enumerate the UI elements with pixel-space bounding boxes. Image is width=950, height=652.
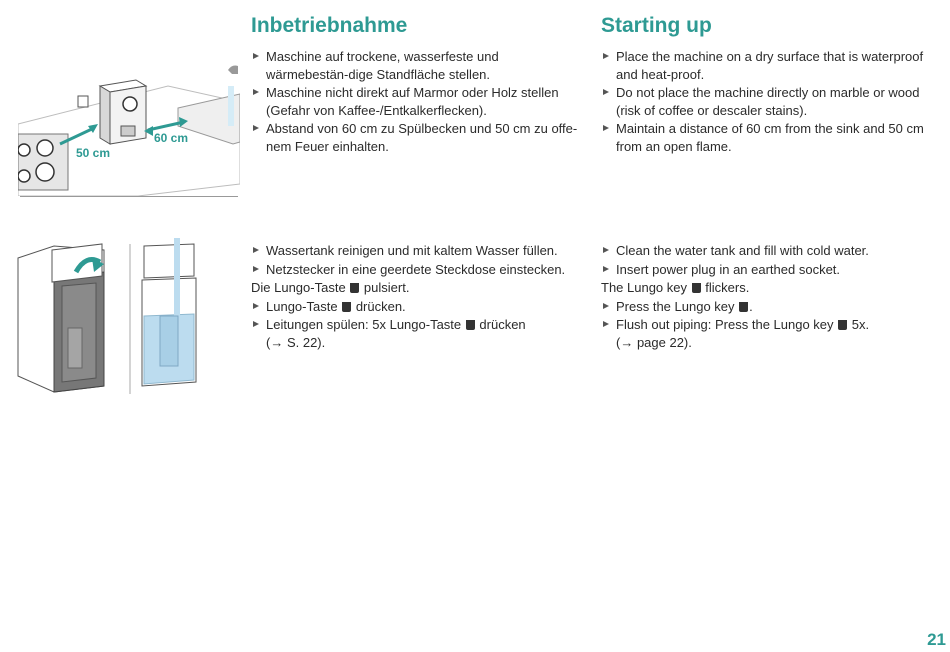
list-item: Maintain a distance of 60 cm from the si… <box>601 120 931 155</box>
list-item: Flush out piping: Press the Lungo key 5x… <box>601 316 931 351</box>
status-text: The Lungo key flickers. <box>601 280 750 295</box>
stove-hob <box>18 133 69 191</box>
dist-sink-label: 60 cm <box>154 131 188 145</box>
list-item: Maschine auf trockene, wasserfeste und w… <box>251 48 581 83</box>
lungo-cup-icon <box>342 301 352 312</box>
section1-de: Maschine auf trockene, wasserfeste und w… <box>251 48 581 156</box>
lungo-cup-icon <box>838 320 848 330</box>
list-item: Leitungen spülen: 5x Lungo-Taste drücken… <box>251 316 581 351</box>
list-item: Abstand von 60 cm zu Spülbecken und 50 c… <box>251 120 581 155</box>
lungo-cup-icon <box>350 283 360 293</box>
list-item: Wassertank reinigen und mit kaltem Wasse… <box>251 242 581 260</box>
title-en: Starting up <box>601 14 712 37</box>
coffee-machine <box>98 79 148 145</box>
list-item: Press the Lungo key . <box>601 298 931 316</box>
lungo-cup-icon <box>691 283 701 293</box>
list-item: Lungo-Taste drücken. <box>251 298 581 316</box>
list-item: Maschine nicht direkt auf Marmor oder Ho… <box>251 84 581 119</box>
illustration-divider <box>20 196 238 197</box>
wall-socket <box>77 95 89 108</box>
status-text: Die Lungo-Taste pulsiert. <box>251 280 410 295</box>
page-reference: (→ S. 22). <box>266 334 326 350</box>
dist-stove-label: 50 cm <box>76 146 110 160</box>
section1-en: Place the machine on a dry surface that … <box>601 48 931 156</box>
lungo-cup-icon <box>739 301 749 312</box>
list-item: Do not place the machine directly on mar… <box>601 84 931 119</box>
water-tank-illustration <box>17 238 197 394</box>
distance-arrows <box>59 117 188 146</box>
section2-de: Wassertank reinigen und mit kaltem Wasse… <box>251 242 581 352</box>
lungo-cup-icon <box>465 320 475 330</box>
section2-en: Clean the water tank and fill with cold … <box>601 242 931 352</box>
title-de: Inbetriebnahme <box>251 14 408 37</box>
page-reference: (→ page 22). <box>616 334 692 350</box>
list-item: Netzstecker in eine geerdete Steckdose e… <box>251 261 581 279</box>
placement-illustration: 50 cm 60 cm <box>18 65 240 196</box>
list-item: Insert power plug in an earthed socket. <box>601 261 931 279</box>
list-item: Clean the water tank and fill with cold … <box>601 242 931 260</box>
list-item: Place the machine on a dry surface that … <box>601 48 931 83</box>
page-number: 21 <box>927 630 946 649</box>
